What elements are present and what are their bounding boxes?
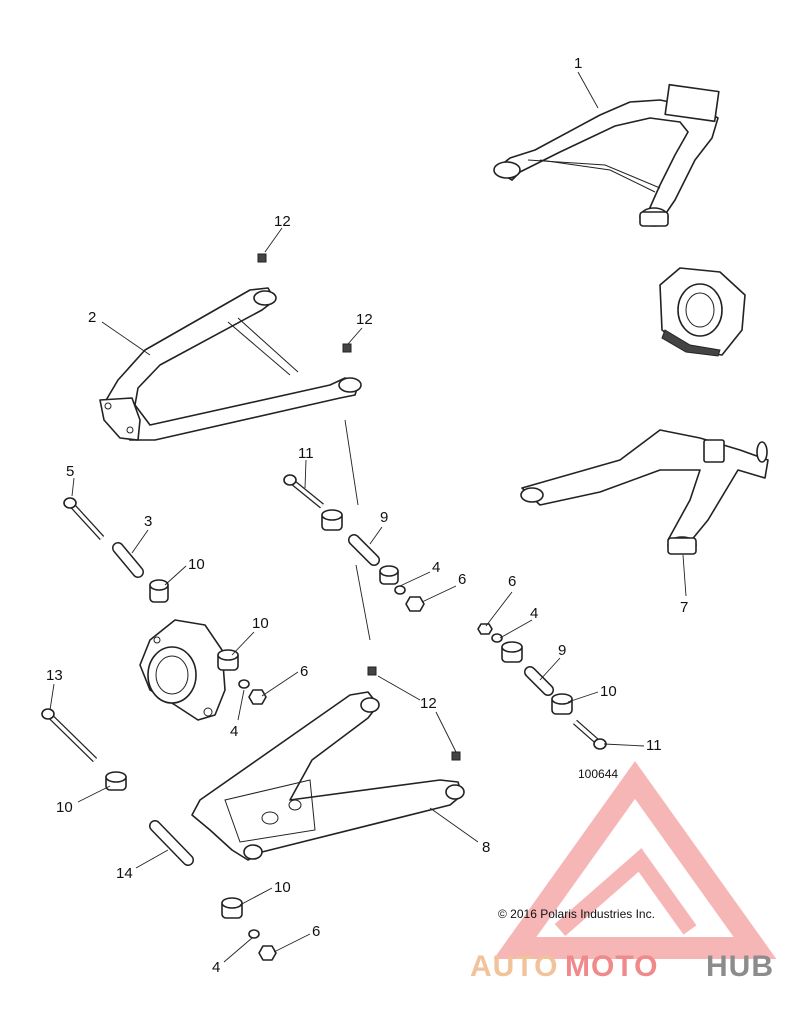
callout-9-b: 9 [558,642,566,659]
callout-6-b: 6 [508,573,516,590]
callout-3: 3 [144,513,152,530]
knuckle-hub [139,619,226,721]
callout-10-a: 10 [188,556,205,573]
pin-part-14 [149,820,194,866]
nut-part-6d [258,945,277,961]
washer-part-4a [394,585,406,595]
watermark-hub: HUB [706,950,774,983]
watermark-wordmark: AUTO MOTO HUB [470,950,774,983]
a-arm-part-2 [99,287,362,441]
nut-part-6c [248,689,267,705]
callout-11-b: 11 [646,737,662,754]
bolt-part-13 [41,708,98,763]
screw-part-12b [342,343,352,353]
bushing-part-10g [105,771,127,791]
callout-5: 5 [66,463,74,480]
callout-4-a: 4 [432,559,440,576]
bushing-part-10b [321,509,343,531]
callout-14: 14 [116,865,133,882]
callout-10-b: 10 [600,683,617,700]
copyright-notice: © 2016 Polaris Industries Inc. [498,907,655,921]
frame-bracket-part-7 [520,429,769,555]
callout-6-c: 6 [300,663,308,680]
washer-part-4d [248,929,260,939]
hardware [41,253,607,961]
washer-part-4b [491,633,503,643]
figure-id: 100644 [578,767,618,781]
bolt-part-5 [63,497,105,541]
bushing-part-10e [551,693,573,715]
watermark-auto: AUTO [470,950,558,983]
bolt-part-11b [573,719,607,750]
washer-part-4c [238,679,250,689]
callout-11-a: 11 [298,445,314,462]
callout-12-b: 12 [356,311,373,328]
callout-labels: 1 12 2 12 5 3 10 11 9 4 6 6 4 9 10 11 7 … [46,55,688,976]
lower-a-arm-part-8 [191,691,465,861]
bushing-part-10c [379,565,399,585]
watermark-logo [493,761,777,959]
pin-part-9a [348,534,380,566]
screw-part-12c [367,666,377,676]
callout-4-d: 4 [212,959,220,976]
bolt-part-11a [283,474,324,509]
nut-part-6b [477,623,493,635]
upper-a-arm-part-1 [493,83,720,227]
callout-4-b: 4 [530,605,538,622]
screw-part-12a [257,253,267,263]
watermark-moto: MOTO [565,950,658,983]
callout-10-d: 10 [56,799,73,816]
sleeve-part-3 [112,542,144,578]
callout-10-c: 10 [252,615,269,632]
pin-part-9b [524,666,554,696]
callout-7: 7 [680,599,688,616]
callout-6-a: 6 [458,571,466,588]
callout-leaders [49,71,687,963]
callout-1: 1 [574,55,582,72]
callout-4-c: 4 [230,723,238,740]
screw-part-12d [451,751,461,761]
callout-6-d: 6 [312,923,320,940]
bushing-part-10h [221,897,243,919]
callout-9-a: 9 [380,509,388,526]
bushing-part-10f [217,649,239,671]
housing-casting [659,267,746,357]
assembly-lines [344,419,371,641]
callout-8: 8 [482,839,490,856]
callout-10-e: 10 [274,879,291,896]
bushing-part-10a [149,579,169,603]
callout-12-a: 12 [274,213,291,230]
callout-13: 13 [46,667,63,684]
bushing-part-10d [501,641,523,663]
nut-part-6a [405,596,425,612]
callout-2: 2 [88,309,96,326]
callout-12-c: 12 [420,695,437,712]
